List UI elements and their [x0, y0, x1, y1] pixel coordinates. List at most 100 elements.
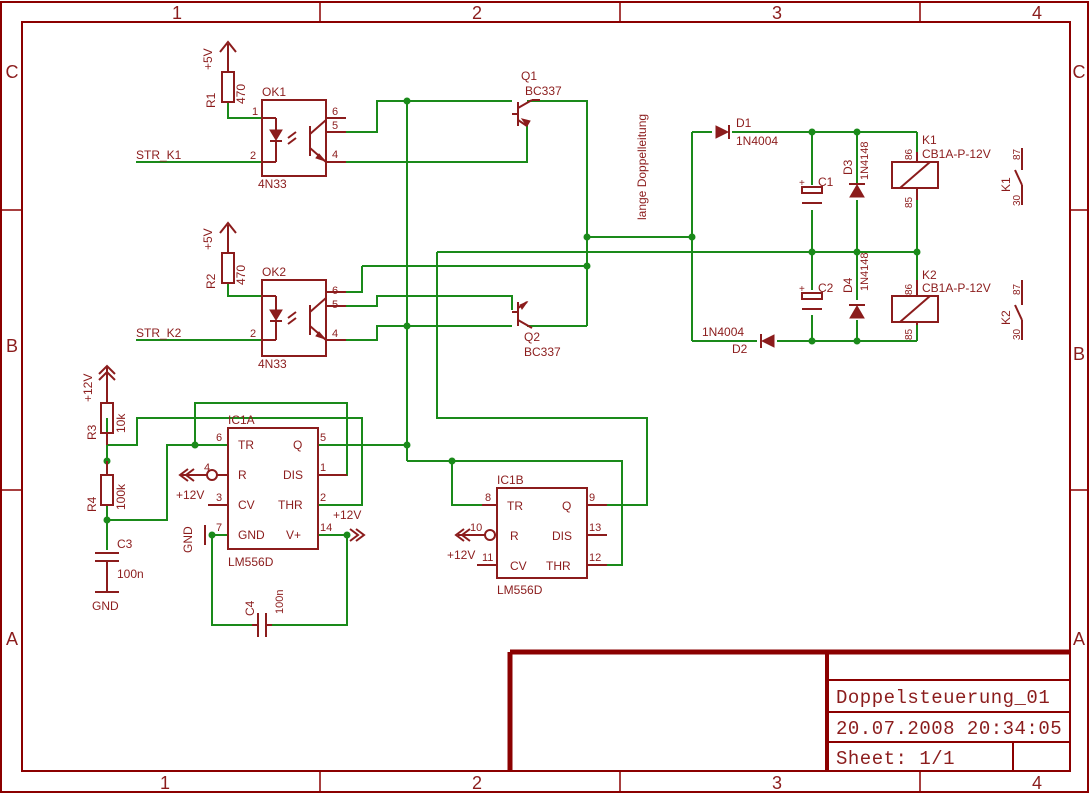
supply-5v-1: +5V — [201, 40, 237, 72]
svg-text:87: 87 — [1012, 283, 1023, 295]
svg-text:CV: CV — [510, 559, 527, 573]
svg-text:+12V: +12V — [176, 488, 204, 502]
capacitor-c4: C4 100n — [243, 590, 286, 637]
svg-text:1: 1 — [320, 462, 326, 474]
resistor-r2: R2 470 — [204, 252, 248, 289]
svg-text:C2: C2 — [818, 281, 834, 295]
svg-text:TR: TR — [507, 499, 523, 513]
svg-text:R: R — [238, 468, 247, 482]
svg-text:DIS: DIS — [552, 529, 572, 543]
title-block: Doppelsteuerung_01 20.07.2008 20:34:05 S… — [507, 649, 1070, 771]
col-label-bottom-2: 2 — [472, 773, 482, 793]
capacitor-c2: + C2 — [799, 281, 834, 310]
svg-text:R2: R2 — [204, 273, 218, 289]
svg-text:100n: 100n — [274, 590, 286, 614]
net-label-str-k2: STR_K2 — [136, 326, 182, 340]
col-label-bottom-3: 3 — [772, 773, 782, 793]
svg-text:9: 9 — [589, 492, 595, 504]
date-text: 20.07.2008 20:34:05 — [836, 718, 1062, 740]
col-label-top-2: 2 — [472, 3, 482, 23]
svg-text:LM556D: LM556D — [228, 555, 274, 569]
svg-text:+12V: +12V — [81, 374, 95, 402]
svg-text:4: 4 — [204, 462, 210, 474]
svg-text:10: 10 — [470, 522, 482, 534]
svg-text:12: 12 — [589, 552, 601, 564]
svg-text:TR: TR — [238, 438, 254, 452]
svg-text:85: 85 — [904, 196, 915, 208]
optocoupler-ok1: OK1 4N33 1 2 4 5 6 — [250, 85, 338, 191]
svg-text:Q: Q — [562, 499, 571, 513]
relay-k2-coil: K2 CB1A-P-12V 86 85 — [891, 268, 991, 340]
svg-text:85: 85 — [904, 328, 915, 340]
optocoupler-ok2: OK2 4N33 2 4 5 6 — [250, 265, 338, 371]
row-label-left-c: C — [6, 62, 19, 82]
svg-text:11: 11 — [482, 552, 493, 564]
svg-text:8: 8 — [485, 492, 491, 504]
col-label-top-1: 1 — [172, 3, 182, 23]
svg-text:THR: THR — [278, 498, 303, 512]
row-label-left-a: A — [6, 629, 18, 649]
svg-text:86: 86 — [904, 148, 915, 160]
transistor-q2: Q2 BC337 — [512, 300, 561, 359]
svg-text:1N4004: 1N4004 — [702, 325, 744, 339]
svg-text:2: 2 — [250, 328, 256, 340]
relay-k2-contact: K2 87 30 — [999, 280, 1023, 340]
svg-text:5: 5 — [332, 120, 338, 132]
diode-d4: D4 1N4148 — [841, 252, 871, 319]
diode-d3: D3 1N4148 — [841, 141, 871, 198]
svg-text:R3: R3 — [85, 424, 99, 440]
diode-d1: D1 1N4004 — [715, 116, 778, 148]
svg-text:OK2: OK2 — [262, 265, 286, 279]
svg-text:+: + — [799, 284, 805, 295]
sheet-text: Sheet: 1/1 — [836, 748, 955, 770]
svg-text:K1: K1 — [922, 133, 937, 147]
svg-text:4: 4 — [332, 328, 338, 340]
svg-text:R1: R1 — [204, 92, 218, 108]
svg-text:1: 1 — [252, 106, 258, 118]
supply-5v-2: +5V — [201, 221, 237, 253]
wires — [106, 100, 918, 626]
svg-text:6: 6 — [332, 106, 338, 118]
svg-text:30: 30 — [1012, 328, 1023, 340]
svg-text:+5V: +5V — [201, 228, 215, 250]
svg-text:R4: R4 — [85, 496, 99, 512]
capacitor-c3: C3 100n — [95, 537, 144, 592]
transistor-q1: Q1 BC337 — [512, 69, 562, 127]
gnd-c3: GND — [92, 591, 119, 613]
row-label-right-b: B — [1073, 344, 1085, 364]
svg-text:7: 7 — [216, 522, 222, 534]
svg-text:4N33: 4N33 — [258, 357, 287, 371]
svg-text:Q: Q — [293, 438, 302, 452]
svg-text:4N33: 4N33 — [258, 177, 287, 191]
svg-text:30: 30 — [1012, 194, 1023, 206]
svg-text:K2: K2 — [999, 310, 1013, 325]
svg-text:2: 2 — [320, 492, 326, 504]
svg-text:1N4004: 1N4004 — [736, 134, 778, 148]
svg-text:IC1B: IC1B — [497, 473, 524, 487]
svg-text:K1: K1 — [999, 177, 1013, 192]
svg-text:1N4148: 1N4148 — [859, 141, 871, 180]
svg-text:4: 4 — [332, 149, 338, 161]
note-lange-doppelleitung: lange Doppelleitung — [635, 114, 649, 220]
svg-text:D2: D2 — [732, 342, 748, 356]
relay-k1-contact: K1 87 30 — [999, 148, 1023, 206]
row-label-left-b: B — [6, 336, 18, 356]
svg-text:GND: GND — [238, 528, 265, 542]
svg-text:R: R — [510, 529, 519, 543]
svg-text:13: 13 — [589, 522, 601, 534]
svg-text:C3: C3 — [117, 537, 133, 551]
svg-text:CV: CV — [238, 498, 255, 512]
svg-text:5: 5 — [320, 432, 326, 444]
svg-text:DIS: DIS — [283, 468, 303, 482]
svg-text:100n: 100n — [117, 567, 144, 581]
svg-text:+12V: +12V — [333, 508, 361, 522]
svg-text:+5V: +5V — [201, 48, 215, 70]
ic1b-reset-12v: +12V — [447, 528, 496, 562]
svg-text:87: 87 — [1012, 148, 1023, 160]
col-label-bottom-1: 1 — [160, 773, 170, 793]
svg-text:Q1: Q1 — [521, 69, 537, 83]
svg-text:THR: THR — [546, 559, 571, 573]
svg-text:K2: K2 — [922, 268, 937, 282]
